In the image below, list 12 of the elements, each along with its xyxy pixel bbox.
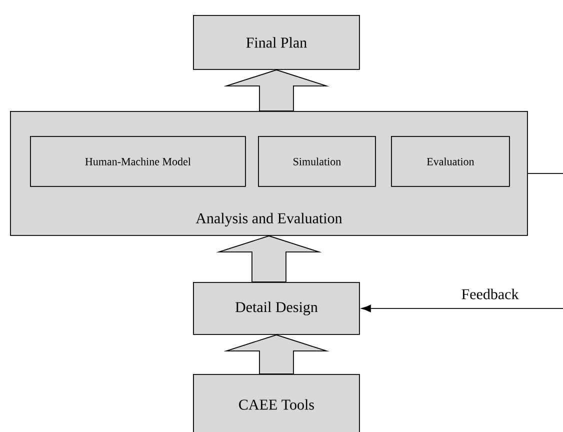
process-box: Simulation <box>258 136 376 187</box>
block-arrow <box>224 69 330 112</box>
process-box: Human-Machine Model <box>30 136 246 187</box>
block-arrow <box>224 334 330 374</box>
edge-label: Feedback <box>462 288 519 300</box>
process-box: Detail Design <box>193 282 360 335</box>
process-box: Final Plan <box>193 15 360 70</box>
process-box: CAEE Tools <box>193 374 360 432</box>
block-arrow <box>216 235 322 282</box>
process-box: Evaluation <box>391 136 510 187</box>
arrow <box>361 304 563 312</box>
connector-line <box>527 173 563 174</box>
